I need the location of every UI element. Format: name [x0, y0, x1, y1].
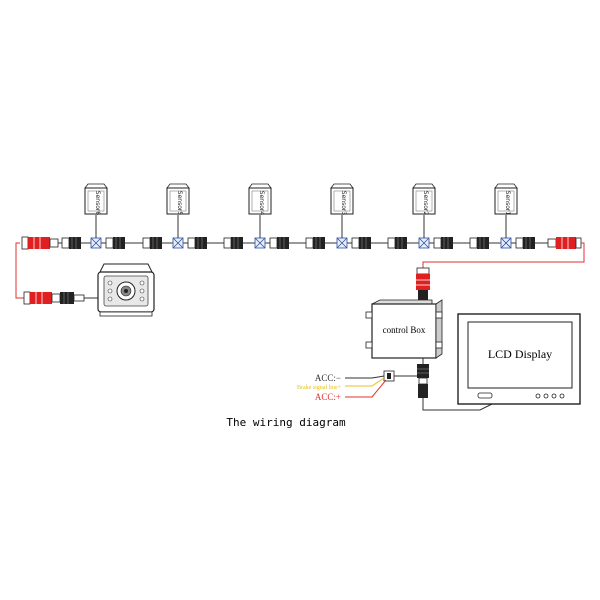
sensor-2: Sensor2 [412, 183, 436, 216]
control-box-top-connector [416, 267, 430, 310]
acc-minus-label: ACC:− [315, 373, 341, 383]
lcd-button-2 [543, 393, 549, 399]
lcd-display-label: LCD Display [488, 347, 552, 361]
lcd-button-3 [551, 393, 557, 399]
sensor-group: Sensor6 Sensor5 Sensor4 Sensor3 Sensor2 Senso… [84, 183, 518, 216]
left-red-connector-top [21, 236, 59, 250]
red-wire-to-camera [15, 242, 24, 299]
sensor-label: Sensor6 [94, 191, 101, 216]
sensor-label: Sensor1 [504, 191, 511, 216]
control-box-label: control Box [383, 325, 426, 335]
red-wire-to-control-box [422, 242, 585, 268]
acc-plus-label: ACC:+ [315, 392, 341, 402]
sensor-4: Sensor4 [248, 183, 272, 216]
lcd-display: LCD Display [457, 313, 581, 405]
control-box-bottom-connector [417, 358, 493, 411]
sensor-5: Sensor5 [166, 183, 190, 216]
brake-signal-label: Brake signal line+ [297, 385, 342, 391]
lcd-button-1 [535, 393, 541, 399]
rear-camera-icon [97, 263, 155, 317]
power-connector [383, 370, 417, 382]
lcd-power-button [477, 392, 493, 399]
sensor-label: Sensor5 [176, 191, 183, 216]
camera-connector [23, 291, 98, 305]
right-red-connector [547, 237, 582, 249]
diagram-caption: The wiring diagram [226, 416, 346, 429]
sensor-label: Sensor4 [258, 191, 265, 216]
sensor-label: Sensor2 [422, 191, 429, 216]
sensor-drop-lines [95, 215, 507, 238]
sensor-label: Sensor3 [340, 191, 347, 216]
lcd-button-4 [559, 393, 565, 399]
sensor-6: Sensor6 [84, 183, 108, 216]
sensor-1: Sensor1 [494, 183, 518, 216]
power-wires [345, 375, 387, 398]
sensor-3: Sensor3 [330, 183, 354, 216]
control-box: control Box [365, 299, 443, 359]
